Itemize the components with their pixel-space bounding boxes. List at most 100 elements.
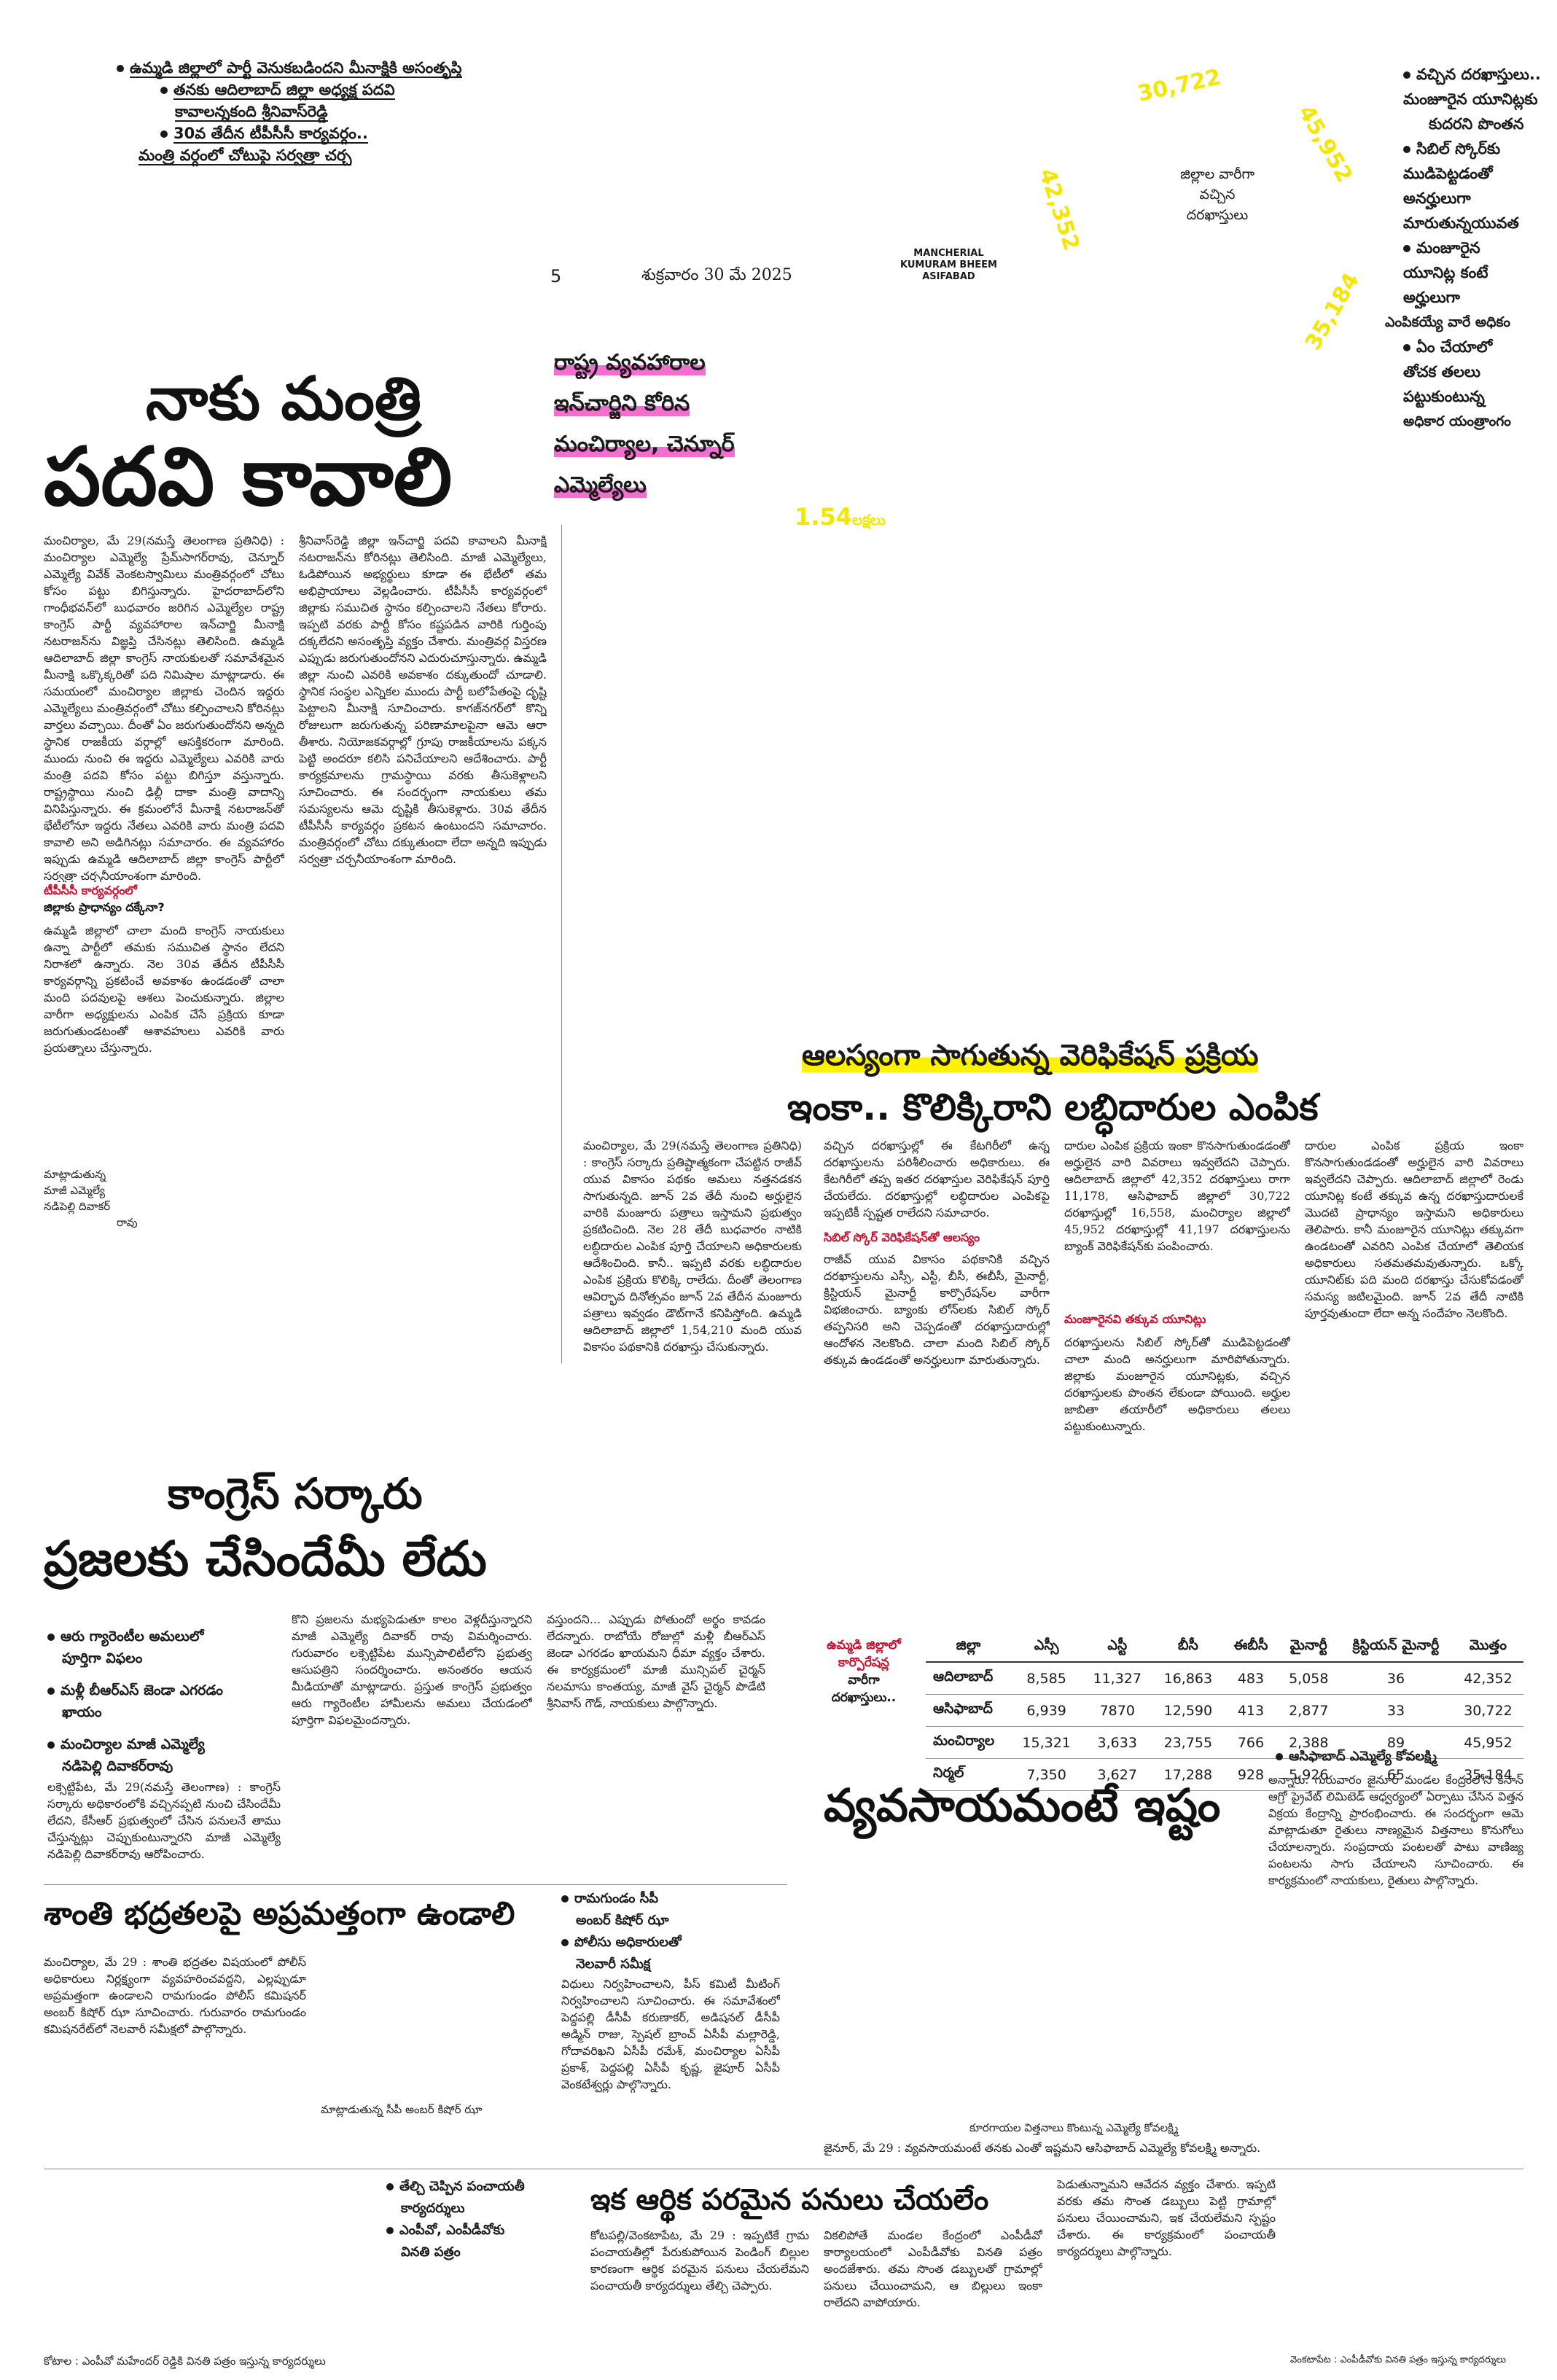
story1-col1b-text: ఉమ్మడి జిల్లాలో చాలా మంది కాంగ్రెస్ నాయక… — [44, 924, 284, 1055]
top-left-bullets: ఉమ్మడి జిల్లాలో పార్టీ వెనుకబడిందని మీనా… — [117, 57, 496, 166]
story2-headline: ఇంకా.. కొలిక్కిరాని లబ్ధిదారుల ఎంపిక — [787, 1086, 1319, 1128]
story1-column1b: ఉమ్మడి జిల్లాలో చాలా మంది కాంగ్రెస్ నాయక… — [44, 922, 284, 1134]
bullet-icon — [561, 1895, 569, 1903]
bullet-item: ఎంపీవో, ఎంపీడీవోకు — [386, 2220, 590, 2242]
infographic-value-42352: 42,352 — [1034, 165, 1085, 254]
table-header: ఎస్సీ — [1011, 1633, 1082, 1663]
story5-byline: ఆసిఫాబాద్ ఎమ్మెల్యే కోవలక్ష్మి — [1276, 1746, 1437, 1768]
bullet-item-cont: అంబర్ కిషోర్ ఝా — [576, 1913, 669, 1928]
story1-col1-text: మంచిర్యాల, మే 29(నమస్తే తెలంగాణ ప్రతినిధ… — [44, 534, 284, 882]
sidebar-bullet-cont: అర్హులుగా — [1403, 289, 1461, 306]
bullet-item-cont: వినతి పత్రం — [401, 2244, 461, 2260]
story1-deck-line2: ఇన్‌చార్జిని కోరిన — [554, 391, 690, 416]
story2-column2: వచ్చిన దరఖాస్తుల్లో ఈ కేటగిరీలో ఉన్న దరఖ… — [824, 1139, 1050, 1220]
corporation-table: జిల్లా ఎస్సీ ఎస్టీ బీసీ ఈబీసీ మైనార్టీ క… — [926, 1633, 1523, 1791]
bullet-item: 30వ తేదీన టీపీసీసీ కార్యవర్గం.. — [160, 122, 496, 144]
bullet-icon — [1403, 245, 1410, 252]
table-header: మొత్తం — [1452, 1633, 1523, 1663]
sidebar-bullet: వచ్చిన దరఖాస్తులు.. — [1403, 62, 1556, 87]
story4-photo-caption: మాట్లాడుతున్న సీపీ అంబర్ కిషోర్ ఝా — [321, 2103, 483, 2116]
bullet-item-cont: ఖాయం — [62, 1704, 102, 1720]
story4-column1: మంచిర్యాల, మే 29 : శాంతి భద్రతల విషయంలో … — [44, 1955, 306, 2036]
story6-bullets: తేల్చి చెప్పిన పంచాయతీ కార్యదర్శులు ఎంపీ… — [386, 2176, 590, 2263]
bullet-item: రామగుండం సీపీ — [561, 1888, 780, 1910]
sidebar-bullet-cont: కుదరని పొంతన — [1429, 115, 1524, 133]
edition-line1: MANCHERIAL — [913, 248, 984, 259]
story1-deck-line3: మంచిర్యాల, చెన్నూర్ — [554, 432, 735, 457]
story2-col3-subhead: మంజూరైనవి తక్కువ యూనిట్లు — [1064, 1312, 1206, 1326]
story1-deck: రాష్ట్ర వ్యవహారాల ఇన్‌చార్జిని కోరిన మంచ… — [554, 343, 735, 506]
infographic-value-45952: 45,952 — [1292, 101, 1357, 187]
story2-kicker: ఆలస్యంగా సాగుతున్న వెరిఫికేషన్ ప్రక్రియ — [802, 1039, 1259, 1072]
table-header: బీసీ — [1152, 1633, 1224, 1663]
story3-column2: కొని ప్రజలను మభ్యపెడుతూ కాలం వెళ్లదీస్తు… — [292, 1612, 532, 1727]
edition-label: MANCHERIAL KUMURAM BHEEM ASIFABAD — [900, 248, 997, 283]
table-header: క్రిస్టియన్ మైనార్టీ — [1339, 1633, 1453, 1663]
bullet-item-cont: కావాలన్నకంది శ్రీనివాస్‌రెడ్డి — [175, 103, 328, 122]
bullet-icon — [47, 1687, 55, 1695]
sidebar-bullet-cont: మారుతున్నయువత — [1403, 214, 1519, 232]
sidebar-bullet-cont: అనర్హులుగా — [1403, 190, 1471, 207]
bullet-icon — [160, 130, 168, 138]
bullet-icon — [1403, 146, 1410, 153]
infographic-total-value: 1.54 — [795, 503, 852, 531]
story6-column1: కోటపల్లి/వెంకటాపేట, మే 29 : ఇప్పటికే గ్ర… — [590, 2228, 809, 2293]
table-header: జిల్లా — [926, 1633, 1012, 1663]
story1-deck-line1: రాష్ట్ర వ్యవహారాల — [554, 350, 706, 375]
story6-headline: ఇక ఆర్థిక పరమైన పనులు చేయలేం — [590, 2183, 989, 2217]
story2-column4: దారుల ఎంపిక ప్రక్రియ ఇంకా కొనసాగుతుండడంత… — [1305, 1139, 1523, 1320]
story1-subhead2: జిల్లాకు ప్రాధాన్యం దక్కేనా? — [44, 900, 165, 914]
story6-photo-caption-left: కోటాల : ఎంపీవో మహేందర్ రెడ్డికి వినతి పత… — [44, 2354, 326, 2368]
bullet-item-cont: పూర్తిగా విఫలం — [62, 1650, 143, 1666]
table-label: ఉమ్మడి జిల్లాలో కార్పొరేషన్ల వారీగా దరఖా… — [827, 1638, 901, 1705]
sidebar-bullet-cont: అధికార యంత్రాంగం — [1403, 413, 1511, 429]
sidebar-bullet: మంజూరైన — [1403, 235, 1556, 260]
bullet-icon — [386, 2227, 394, 2234]
sidebar-bullet-cont: యూనిట్ల కంటే — [1403, 264, 1488, 281]
bullet-item-cont: కార్యదర్శులు — [401, 2201, 465, 2216]
infographic-labels: జిల్లాల వారీగా వచ్చిన దరఖాస్తులు — [1159, 164, 1276, 225]
edition-line2: KUMURAM BHEEM — [900, 260, 997, 270]
bullet-item: ఆరు గ్యారెంటీల అమలులో — [47, 1626, 273, 1647]
story3-column1: లక్సెట్టిపేట, మే 29(నమస్తే తెలంగాణ) : కా… — [47, 1780, 281, 1861]
story5-column2: అన్నారు. గురువారం జైనూర్ మండల కేంద్రంలోన… — [1268, 1773, 1523, 1887]
story1-headline-line1: నాకు మంత్రి — [146, 364, 421, 434]
story3-bullets: ఆరు గ్యారెంటీల అమలులో పూర్తిగా విఫలం మళ్… — [47, 1626, 273, 1777]
bullet-item-cont: మంత్రి వర్గంలో చోటుపై సర్వత్రా చర్చ — [138, 147, 352, 165]
sidebar-bullet: సిబిల్ స్కోర్‌కు — [1403, 136, 1556, 161]
story2-col2-subhead: సిబిల్ స్కోర్ వెరిఫికేషన్‌తో ఆలస్యం — [824, 1230, 980, 1244]
infographic-value-35184: 35,184 — [1300, 268, 1365, 355]
bullet-icon — [160, 87, 168, 94]
story1-column2: శ్రీనివాస్‌రెడ్డి జిల్లా ఇన్‌చార్జి పదవి… — [299, 532, 547, 1137]
story1-column1: మంచిర్యాల, మే 29(నమస్తే తెలంగాణ ప్రతినిధ… — [44, 532, 284, 882]
bullet-icon — [386, 2183, 394, 2190]
story1-subhead: టీపీసీసీ కార్యవర్గంలో జిల్లాకు ప్రాధాన్య… — [44, 883, 284, 917]
bullet-icon — [1403, 344, 1410, 351]
story4-bullets: రామగుండం సీపీ అంబర్ కిషోర్ ఝా పోలీసు అధి… — [561, 1888, 780, 1975]
story1-photo-caption: మాట్లాడుతున్న మాజీ ఎమ్మెల్యే నడిపెల్లి ద… — [44, 1168, 138, 1229]
story4-column2: విధులు నిర్వహించాలని, పీస్ కమిటీ మీటింగ్… — [561, 1977, 780, 2091]
sidebar-bullet-cont: ఎంపికయ్యే వారే అధికం — [1385, 314, 1511, 330]
table-header: మైనార్టీ — [1278, 1633, 1340, 1663]
page-number: 5 — [550, 266, 562, 286]
bullet-icon — [47, 1741, 55, 1749]
infographic-total: 1.54లక్షలు — [795, 503, 886, 532]
story2-column2b: రాజీవ్ యువ వికాసం పథకానికి వచ్చిన దరఖాస్… — [824, 1252, 1050, 1367]
story5-column1: జైనూర్, మే 29 : వ్యవసాయమంటే తనకు ఎంతో ఇష… — [824, 2141, 1261, 2155]
story2-column3: దారుల ఎంపిక ప్రక్రియ ఇంకా కొనసాగుతుండడంత… — [1064, 1139, 1290, 1253]
sidebar-bullet-cont: మంజూరైన యూనిట్లకు — [1403, 90, 1538, 108]
story6-column3: పెడుతున్నామని ఆవేదన వ్యక్తం చేశారు. ఇప్ప… — [1057, 2177, 1276, 2258]
bullet-icon — [1276, 1753, 1283, 1760]
infographic-label1: జిల్లాల వారీగా — [1180, 166, 1254, 182]
story3-column3: వస్తుందని... ఎప్పుడు పోతుందో అర్థం కావడం… — [547, 1612, 765, 1710]
story3-headline-line1: కాంగ్రెస్ సర్కారు — [168, 1469, 423, 1518]
story2-column3b: దరఖాస్తులను సిబిల్ స్కోర్‌తో ముడిపెట్టడం… — [1064, 1335, 1290, 1433]
story1-deck-line4: ఎమ్మెల్యేలు — [554, 472, 647, 498]
bullet-icon — [561, 1939, 569, 1946]
story1-col2-text: శ్రీనివాస్‌రెడ్డి జిల్లా ఇన్‌చార్జి పదవి… — [299, 534, 547, 866]
story5-photo-caption: కూరగాయల విత్తనాలు కొంటున్న ఎమ్మెల్యే కోవ… — [969, 2121, 1179, 2134]
bullet-item: మంచిర్యాల మాజీ ఎమ్మెల్యే — [47, 1733, 273, 1755]
